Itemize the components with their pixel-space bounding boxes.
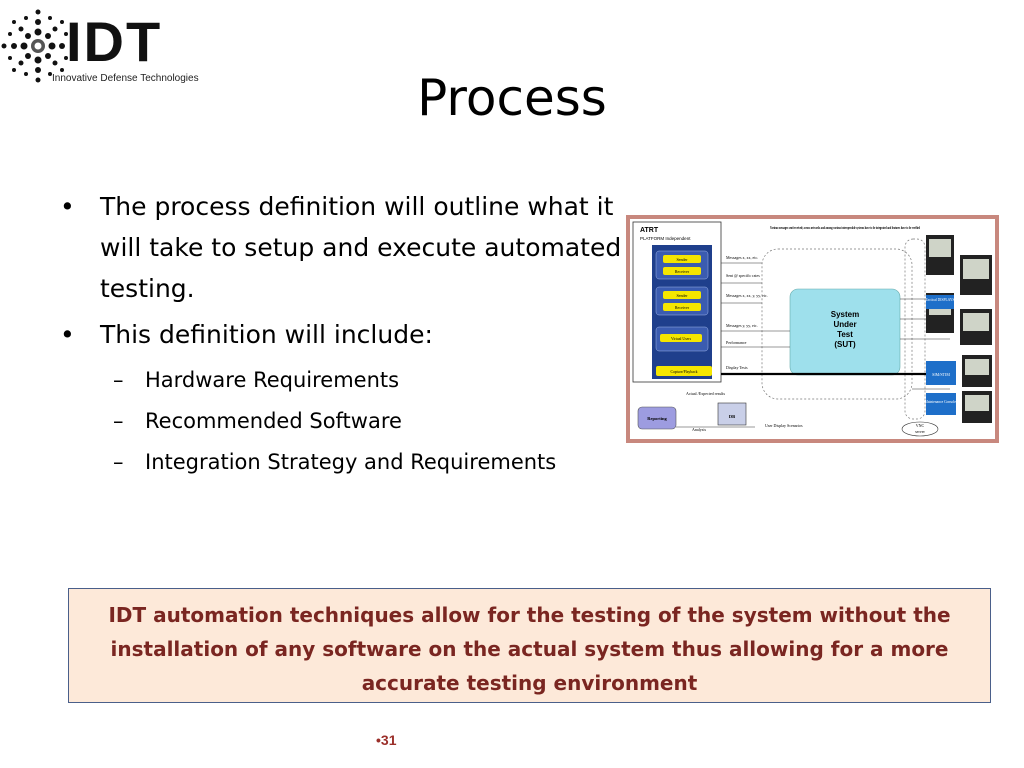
virtual-users-label: Virtual Users — [671, 337, 692, 341]
dash-marker: – — [113, 450, 124, 474]
reporting-label: Reporting — [647, 416, 667, 421]
db-label: DB — [729, 414, 735, 419]
sub-bullet-text: Integration Strategy and Requirements — [145, 450, 557, 474]
top-note: Various messages sent/received; across n… — [770, 225, 920, 230]
sub-bullet-text: Recommended Software — [145, 409, 402, 433]
vnc-label: server — [915, 429, 925, 434]
tactical-displays: Tactical DISPLAYS — [925, 235, 992, 345]
sender-label: Sender — [676, 257, 688, 262]
message-annotation: Messages x, xx, etc. — [726, 255, 758, 261]
bullet-text: This definition will include: — [100, 320, 433, 349]
sub-bullet-item: –Recommended Software — [60, 401, 625, 442]
network-boundary — [761, 248, 913, 400]
sut-label: Test — [837, 330, 853, 339]
maintenance-consoles-block — [926, 393, 956, 415]
vnc-label: VNC — [916, 423, 925, 428]
capture-playback-block — [656, 366, 712, 376]
callout-text: IDT automation techniques allow for the … — [108, 603, 951, 695]
capture-playback-label: Capture/Playback — [671, 370, 698, 374]
receiver-label: Receiver — [675, 269, 690, 274]
bullet-item: This definition will include: — [60, 314, 625, 355]
receiver-label: Receiver — [675, 305, 690, 310]
tactical-displays-label: Tactical DISPLAYS — [925, 298, 954, 302]
receiver-block — [663, 303, 701, 311]
message-annotation: Messages y, yy, etc. — [726, 323, 758, 329]
message-annotation: User Display Scenarios — [765, 423, 803, 428]
message-annotation: Actual /Expected results — [686, 391, 726, 396]
reporting-block — [637, 406, 677, 430]
sub-bullet-item: –Integration Strategy and Requirements — [60, 442, 625, 483]
message-annotation: Performance — [726, 340, 747, 345]
receiver-block — [663, 267, 701, 275]
message-annotation: Analysis — [692, 427, 706, 432]
atrt-diagram: ATRT PLATFORM Independent Sender Receive… — [630, 219, 995, 439]
atrt-diagram-figure: ATRT PLATFORM Independent Sender Receive… — [626, 215, 999, 443]
bullet-item: The process definition will outline what… — [60, 186, 625, 309]
starburst-icon — [1, 9, 68, 83]
sim-stim-label: SIM/STIM — [932, 372, 950, 377]
logo-tagline: Innovative Defense Technologies — [52, 73, 199, 84]
page-number: •31 — [376, 732, 397, 748]
sim-stim-block — [926, 361, 956, 385]
slide-title: Process — [417, 69, 607, 127]
vnc-server — [901, 421, 939, 437]
atrt-subtitle: PLATFORM Independent — [640, 236, 691, 241]
virtual-users-block — [660, 334, 702, 342]
db-block — [717, 402, 747, 426]
sender-block — [663, 291, 701, 299]
sender-block — [663, 255, 701, 263]
dash-marker: – — [113, 368, 124, 392]
message-annotation: Messages x, xx, y, yy, etc. — [726, 293, 768, 299]
idt-logo: IDT Innovative Defense Technologies — [0, 4, 215, 90]
maintenance-consoles-label: Maintenance Consoles — [925, 400, 958, 404]
sut-label: (SUT) — [834, 340, 856, 349]
message-annotation: Sent @ specific rates — [726, 273, 760, 278]
sender-label: Sender — [676, 293, 688, 298]
sub-bullet-item: –Hardware Requirements — [60, 360, 625, 401]
sut-label: System — [831, 310, 859, 319]
bullet-list: The process definition will outline what… — [60, 186, 625, 483]
sub-bullet-text: Hardware Requirements — [145, 368, 400, 392]
sut-label: Under — [833, 320, 856, 329]
bullet-text: The process definition will outline what… — [100, 192, 622, 303]
message-annotation: Display Tests — [726, 365, 748, 370]
callout-box: IDT automation techniques allow for the … — [68, 588, 991, 703]
logo-wordmark: IDT — [66, 10, 163, 73]
atrt-title: ATRT — [640, 227, 659, 234]
dash-marker: – — [113, 409, 124, 433]
